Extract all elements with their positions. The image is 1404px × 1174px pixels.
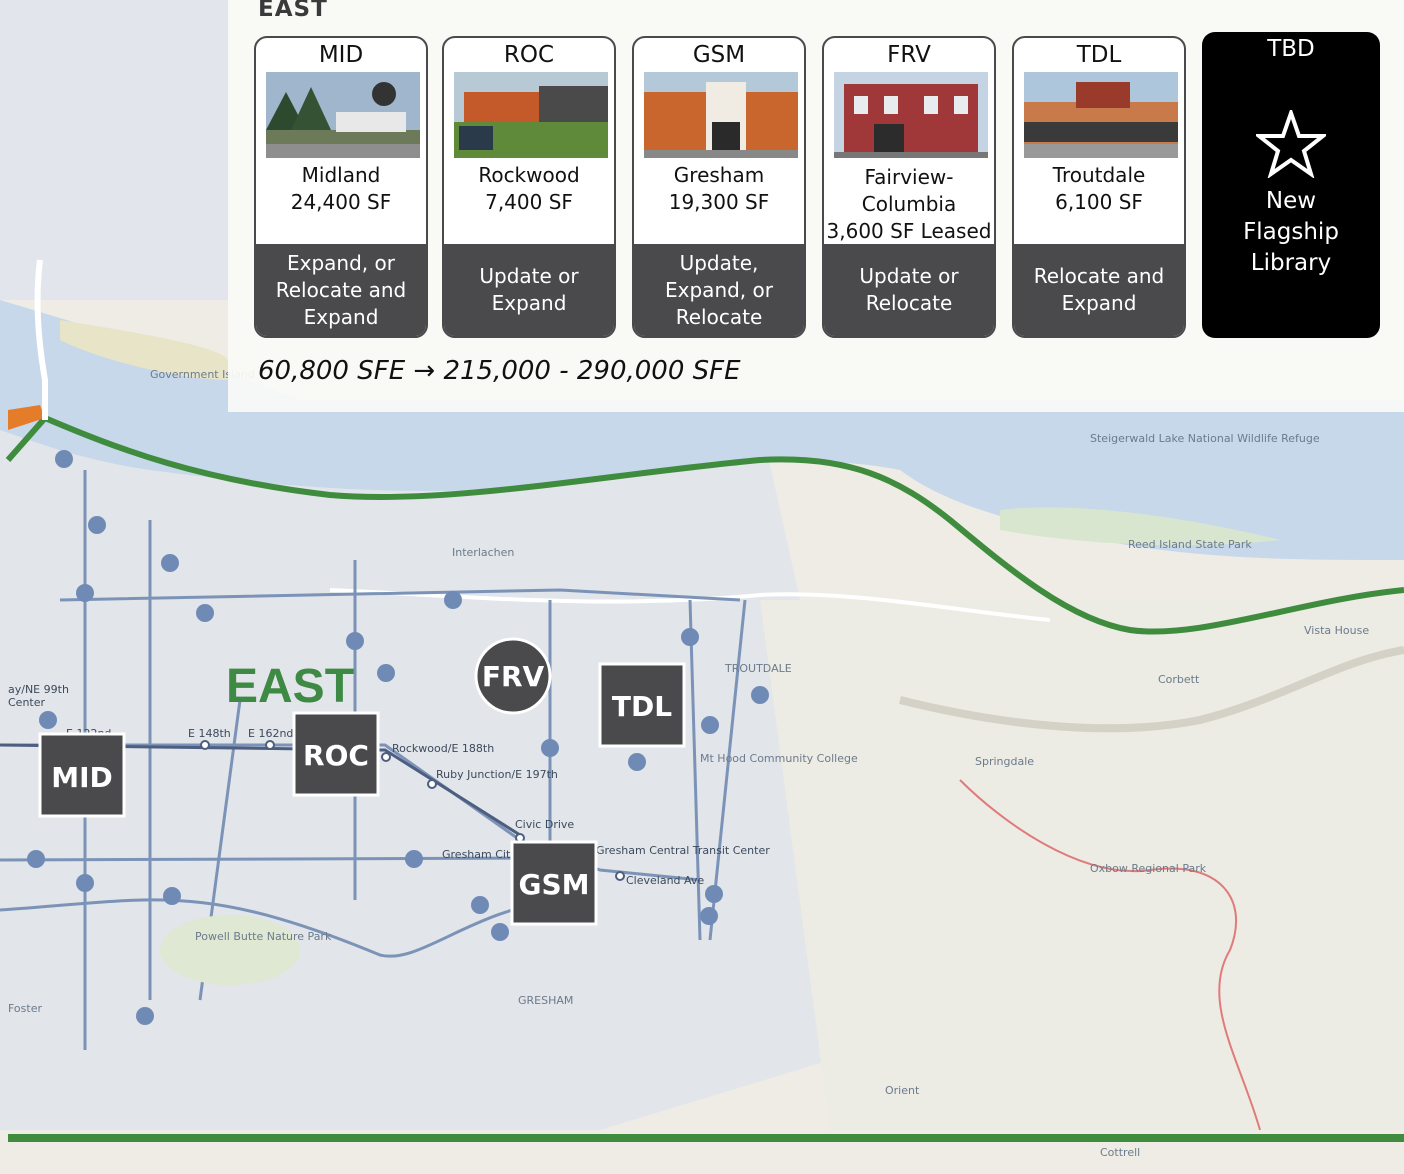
photo-fairview [834,72,988,158]
marker-tdl[interactable]: TDL [598,662,686,748]
branch-card-frv[interactable]: FRV Fairview- Columbia 3,600 SF Leased U… [822,36,996,338]
map-region-label: EAST [226,660,354,713]
label-mhcc: Mt Hood Community College [700,752,858,765]
terrain [760,600,1404,1130]
svg-text:TDL: TDL [612,690,672,723]
card-area: 24,400 SF [290,190,392,214]
branch-card-mid[interactable]: MID Midland 24,400 SF Expand, or Relocat… [254,36,428,338]
photo-rockwood [454,72,608,158]
park-powell-butte [160,915,300,985]
label-gresham-city: Gresham City [442,848,517,861]
card-area: 19,300 SF [668,190,770,214]
card-area: 7,400 SF [485,190,573,214]
card-action: Update or Relocate [824,244,994,336]
label-gresham-central: Gresham Central Transit Center [596,844,770,857]
max-light-rail [0,743,521,837]
freeway-i205 [34,259,48,420]
svg-text:GSM: GSM [518,868,589,901]
photo-midland [266,72,420,158]
label-rockwood-stop: Rockwood/E 188th [392,742,494,755]
route-shields [27,450,769,1025]
card-name: Troutdale [1052,163,1146,187]
marker-mid[interactable]: MID [38,732,126,818]
label-corbett: Corbett [1158,673,1200,686]
urban-area-north [0,0,230,300]
orange-boundary [8,405,45,430]
label-orient: Orient [885,1084,920,1097]
new-library-description: New Flagship Library [1243,188,1339,276]
label-cleveland: Cleveland Ave [626,874,704,887]
freeway-i84 [329,588,1051,622]
label-civic-stop: Civic Drive [515,818,574,831]
label-springdale: Springdale [975,755,1034,768]
terrain-ridge [899,646,1404,733]
photo-gresham [644,72,798,158]
card-action: Update or Expand [444,244,614,336]
new-library-card[interactable]: TBD New Flagship Library [1202,32,1380,338]
marker-roc[interactable]: ROC [292,711,380,797]
card-code: TDL [1076,42,1122,68]
marker-frv[interactable]: FRV [474,637,552,715]
card-code: MID [318,42,364,68]
card-area: 6,100 SF [1055,190,1143,214]
card-name: Midland [301,163,381,187]
card-code: ROC [503,42,555,68]
photo-troutdale [1024,72,1178,158]
card-code: GSM [692,42,746,68]
card-code: FRV [887,42,931,68]
transit-stops [200,740,625,881]
label-powell-butte: Powell Butte Nature Park [195,930,332,943]
sfe-summary: 60,800 SFE → 215,000 - 290,000 SFE [258,356,741,386]
card-name: Rockwood [478,163,580,187]
card-name: Gresham [673,163,765,187]
svg-text:MID: MID [51,761,113,794]
label-steigerwald: Steigerwald Lake National Wildlife Refug… [1090,432,1320,445]
marker-gsm[interactable]: GSM [510,840,598,926]
river-sandy [959,779,1261,1131]
star-outline-icon [1256,110,1326,178]
region-heading: EAST [258,0,328,22]
river-island-east [1000,507,1280,546]
label-reed-island: Reed Island State Park [1128,538,1252,551]
card-action: Relocate and Expand [1014,244,1184,336]
label-interlachen: Interlachen [452,546,514,559]
branch-card-roc[interactable]: ROC Rockwood 7,400 SF Update or Expand [442,36,616,338]
card-action: Update, Expand, or Relocate [634,244,804,336]
columbia-river [0,300,1404,560]
label-troutdale: TROUTDALE [724,662,792,675]
label-center: Center [8,696,46,709]
label-ruby-stop: Ruby Junction/E 197th [436,768,558,781]
card-code: TBD [1267,36,1315,62]
label-e162: E 162nd [248,727,293,740]
svg-text:ROC: ROC [303,739,369,772]
river-island [60,320,228,380]
label-cottrell: Cottrell [1100,1146,1140,1159]
branch-card-tdl[interactable]: TDL Troutdale 6,100 SF Relocate and Expa… [1012,36,1186,338]
label-vista-house: Vista House [1304,624,1369,637]
card-action: Expand, or Relocate and Expand [256,244,426,336]
service-boundary-north [5,414,1404,635]
card-area: 3,600 SF Leased [826,219,992,243]
label-ne99: ay/NE 99th [8,683,69,696]
card-name: Fairview- Columbia [861,165,957,216]
branch-card-gsm[interactable]: GSM Gresham 19,300 SF Update, Expand, or… [632,36,806,338]
label-gresham: GRESHAM [518,994,573,1007]
label-foster: Foster [8,1002,42,1015]
svg-text:FRV: FRV [482,660,545,693]
label-e148: E 148th [188,727,231,740]
label-oxbow: Oxbow Regional Park [1090,862,1207,875]
